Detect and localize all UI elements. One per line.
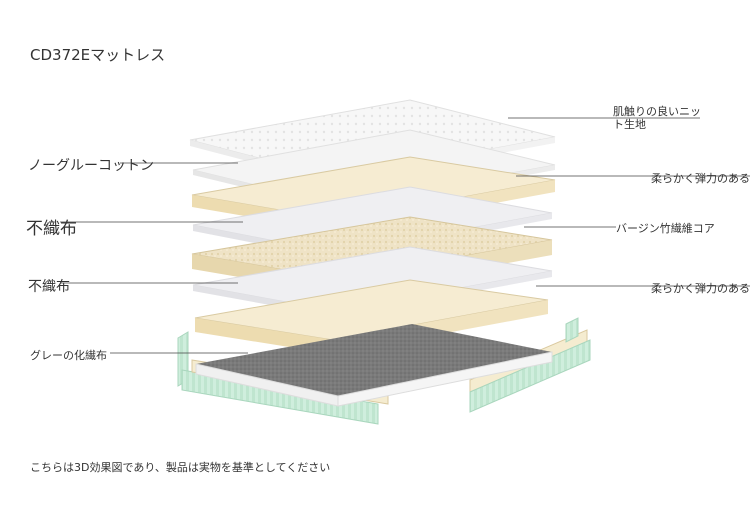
label-bamboo-core: バージン竹繊維コア xyxy=(616,222,715,235)
disclaimer-note: こちらは3D効果図であり、製品は実物を基準としてください xyxy=(30,461,331,474)
layer-grey-felt xyxy=(195,324,553,407)
label-nonwoven-2: 不織布 xyxy=(28,279,70,295)
label-foam-2: 柔らかく弾力のある xyxy=(651,282,750,295)
label-cotton: ノーグルーコットン xyxy=(28,158,154,174)
leader-lines xyxy=(60,117,750,354)
product-title: CD372Eマットレス xyxy=(30,46,166,64)
label-nonwoven-1: 不織布 xyxy=(26,219,77,239)
label-grey-felt: グレーの化繊布 xyxy=(30,349,107,362)
label-foam-1: 柔らかく弾力のある xyxy=(651,172,750,185)
label-knit-fabric: 肌触りの良いニット生地 xyxy=(613,105,701,131)
